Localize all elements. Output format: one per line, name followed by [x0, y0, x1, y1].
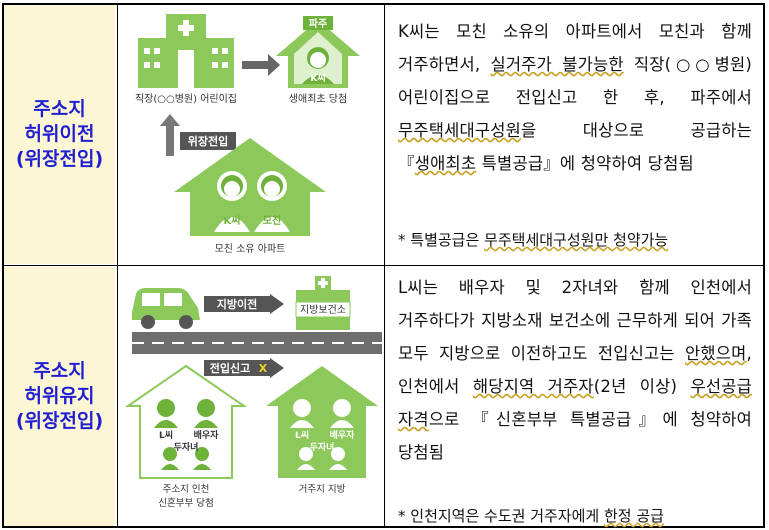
row2-description: L씨는 배우자 및 2자녀와 함께 인천에서 거주하다가 지방소재 보건소에 근…: [398, 271, 752, 469]
family-house-icon: [174, 138, 326, 236]
clinic-label: 지방보건소: [300, 304, 346, 316]
no-report-mark: X: [259, 362, 268, 375]
arrow-right-icon: [270, 294, 284, 314]
left-caption2: 신혼부부 당첨: [158, 497, 213, 509]
right-person1: L씨: [295, 430, 309, 441]
row2-text-underline1: 안했으며: [685, 344, 747, 363]
row1-text-b: 직장(○○병원) 어린이집으로 전입신고 한 후, 파주에서: [398, 55, 752, 107]
move-tag-bg: [180, 132, 236, 150]
right-kids: 두자녀: [310, 441, 335, 453]
paju-badge: 파주: [309, 17, 327, 30]
row1-text-cell: K씨는 모친 소유의 아파트에서 모친과 함께 거주하면서, 실거주가 불가능한…: [386, 5, 762, 264]
left-person2: 배우자: [194, 429, 220, 441]
house-person2: 모친: [263, 214, 281, 227]
row1-note-a: * 특별공급은: [398, 231, 485, 249]
row1-text-c: 을 대상으로 공급하는 『: [398, 121, 752, 173]
row2-text-c: (2년 이상): [593, 377, 691, 396]
row1-text-a: K씨는 모친 소유의 아파트에서 모친과 함께 거주하면서,: [398, 22, 752, 74]
row1-text-underline2: 무주택세대구성원: [398, 121, 522, 140]
right-caption: 거주지 지방: [299, 484, 346, 495]
row2-text-d: 으로 『신혼부부 특별공급』에 청약하여 당첨됨: [398, 410, 752, 462]
row2-illustration-svg: 지방이전 지방보건소 전입신고 X: [124, 276, 382, 509]
paju-badge-bg: [303, 16, 333, 30]
left-caption1: 주소지 인천: [163, 484, 210, 495]
row-divider: [2, 265, 765, 266]
row1-illustration-svg: 직장(○○병원) 어린이집 파주 K씨 생애최초 당첨: [135, 14, 360, 255]
move-tag: 위장전입: [188, 134, 228, 148]
row1-text-d: 특별공급』에 청약하여 당첨됨: [476, 154, 694, 173]
row2-label-cell: 주소지 허위유지 (위장전입): [4, 267, 115, 526]
row2-text-a: L씨는 배우자 및 2자녀와 함께 인천에서 거주하다가 지방소재 보건소에 근…: [398, 278, 752, 363]
local-house-icon: [266, 366, 378, 478]
row2-note-a: * 인천지역은 수도권 거주자에게: [398, 507, 604, 525]
no-report-tag: 전입신고: [210, 361, 250, 375]
hospital-icon: [138, 14, 234, 88]
building-label: 직장(○○병원) 어린이집: [135, 93, 237, 105]
arrow-right-icon-2: [270, 358, 284, 378]
row2-label: 주소지 허위유지 (위장전입): [15, 360, 104, 432]
row2-illustration: 지방이전 지방보건소 전입신고 X: [120, 268, 382, 526]
row2-note-underline: 한정 공급: [603, 507, 664, 525]
row2-note: * 인천지역은 수도권 거주자에게 한정 공급: [398, 505, 664, 526]
row2-text-cell: L씨는 배우자 및 2자녀와 함께 인천에서 거주하다가 지방소재 보건소에 근…: [386, 267, 762, 526]
row1-label: 주소지 허위이전 (위장전입): [15, 98, 104, 170]
car-icon: [132, 288, 200, 329]
row1-text-underline1: 실거주가 불가능한: [490, 55, 624, 74]
paju-caption: 생애최초 당첨: [289, 93, 347, 105]
row2-text-underline3: 우선공급 자격: [398, 377, 752, 429]
row1-note-underline: 무주택세대구성원만 청약가능: [484, 231, 669, 249]
clinic-label-bg: [295, 301, 351, 318]
left-kids: 두자녀: [174, 441, 199, 453]
row1-note: * 특별공급은 무주택세대구성원만 청약가능: [398, 229, 668, 250]
paju-house-icon: [276, 20, 360, 88]
row1-text-underline3: 생애최초: [414, 154, 477, 173]
row2-text-b: , 인천에서: [398, 344, 752, 396]
arrow-up-icon: [160, 114, 180, 156]
paju-person-label: K씨: [310, 73, 325, 84]
left-person1: L씨: [159, 430, 173, 441]
arrow-right-icon: [242, 54, 280, 76]
house-person1: K씨: [224, 215, 241, 227]
row1-illustration: 직장(○○병원) 어린이집 파주 K씨 생애최초 당첨: [120, 6, 382, 264]
right-person2: 배우자: [330, 429, 356, 441]
incheon-house-icon: [124, 364, 248, 479]
move-tag-bg: [204, 296, 270, 312]
row1-description: K씨는 모친 소유의 아파트에서 모친과 함께 거주하면서, 실거주가 불가능한…: [398, 15, 752, 180]
car-tag: 지방이전: [217, 297, 257, 311]
house-caption: 모친 소유 아파트: [215, 243, 286, 255]
no-report-tag-bg: [204, 360, 270, 376]
row1-label-cell: 주소지 허위이전 (위장전입): [4, 5, 115, 264]
row2-text-underline2: 해당지역 거주자: [472, 377, 594, 396]
